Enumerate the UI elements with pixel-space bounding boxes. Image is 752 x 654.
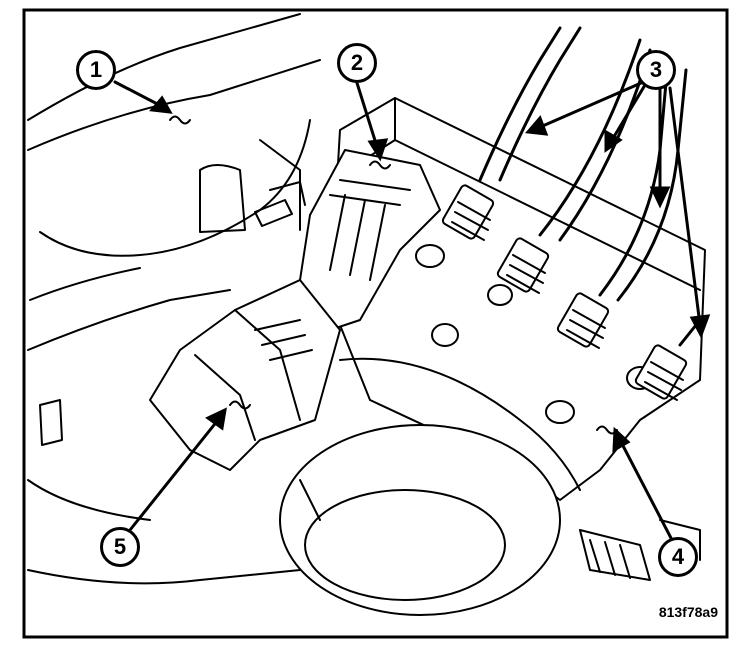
- leader-5: [128, 418, 220, 532]
- body-panel-line: [27, 59, 321, 151]
- figure-border: [22, 8, 729, 639]
- callout-2: 2: [337, 43, 377, 83]
- leader-3d: [668, 86, 702, 327]
- callout-3: 3: [636, 50, 676, 90]
- body-panel-curve: [39, 119, 311, 257]
- figure-reference-code: 813f78a9: [658, 604, 718, 620]
- leader-4: [618, 438, 674, 542]
- callout-5: 5: [100, 527, 140, 567]
- callout-4: 4: [658, 537, 698, 577]
- tube-fitting-3: [556, 292, 610, 349]
- leader-3a: [536, 78, 650, 130]
- leader-3b: [610, 78, 650, 142]
- tube-fitting-1: [441, 184, 495, 241]
- tube-fitting-4: [634, 344, 688, 401]
- leader-2: [355, 81, 380, 152]
- callout-1: 1: [76, 50, 116, 90]
- tube-fitting-2: [496, 237, 550, 294]
